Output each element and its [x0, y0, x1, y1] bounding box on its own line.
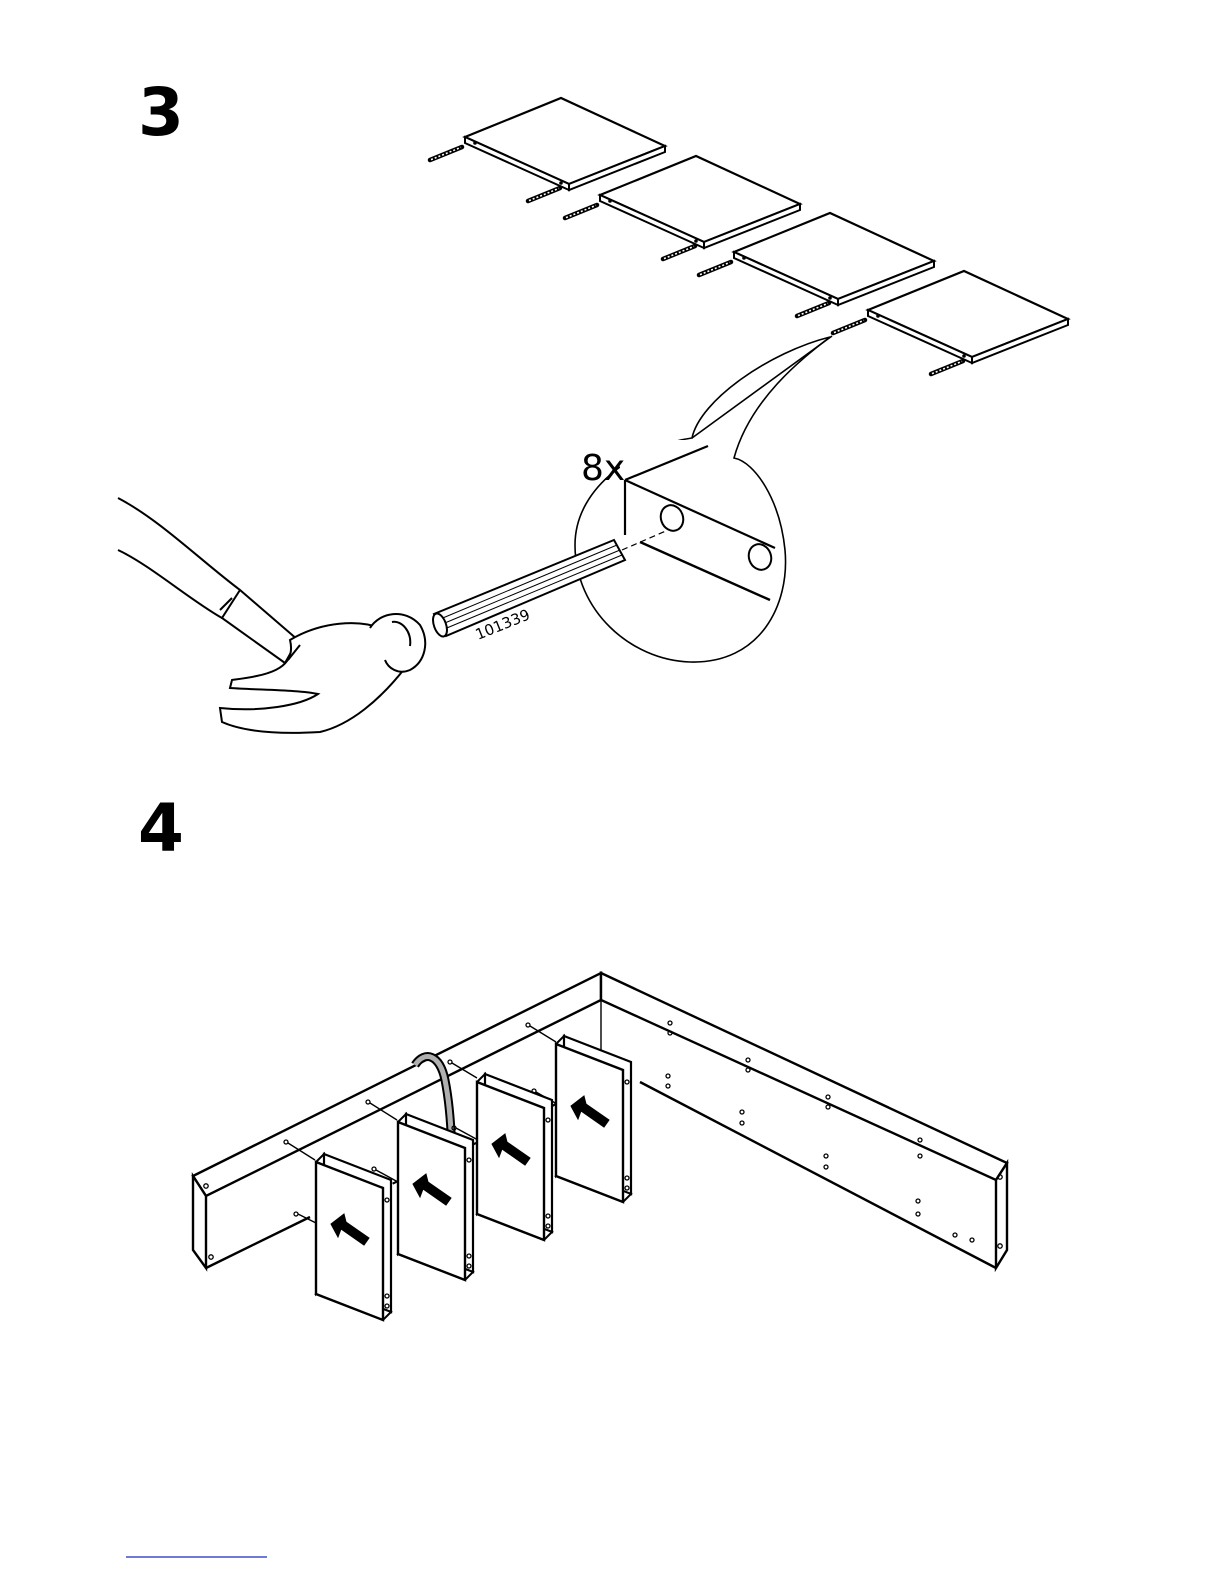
footer-rule [126, 1556, 267, 1558]
side-panel [601, 973, 1007, 1180]
shelf-panel-icon [398, 1114, 473, 1280]
shelf-panel-icon [477, 1074, 552, 1240]
step-3-diagram: 8x 101339 [118, 98, 1068, 733]
shelf-panel-icon [556, 1036, 631, 1202]
detail-callout [575, 336, 832, 662]
dowel-icon [430, 530, 668, 638]
shelf-panel-icon [316, 1154, 391, 1320]
step-4-diagram [193, 973, 1007, 1320]
hammer-icon [118, 498, 425, 733]
quantity-label: 8x [581, 448, 625, 489]
